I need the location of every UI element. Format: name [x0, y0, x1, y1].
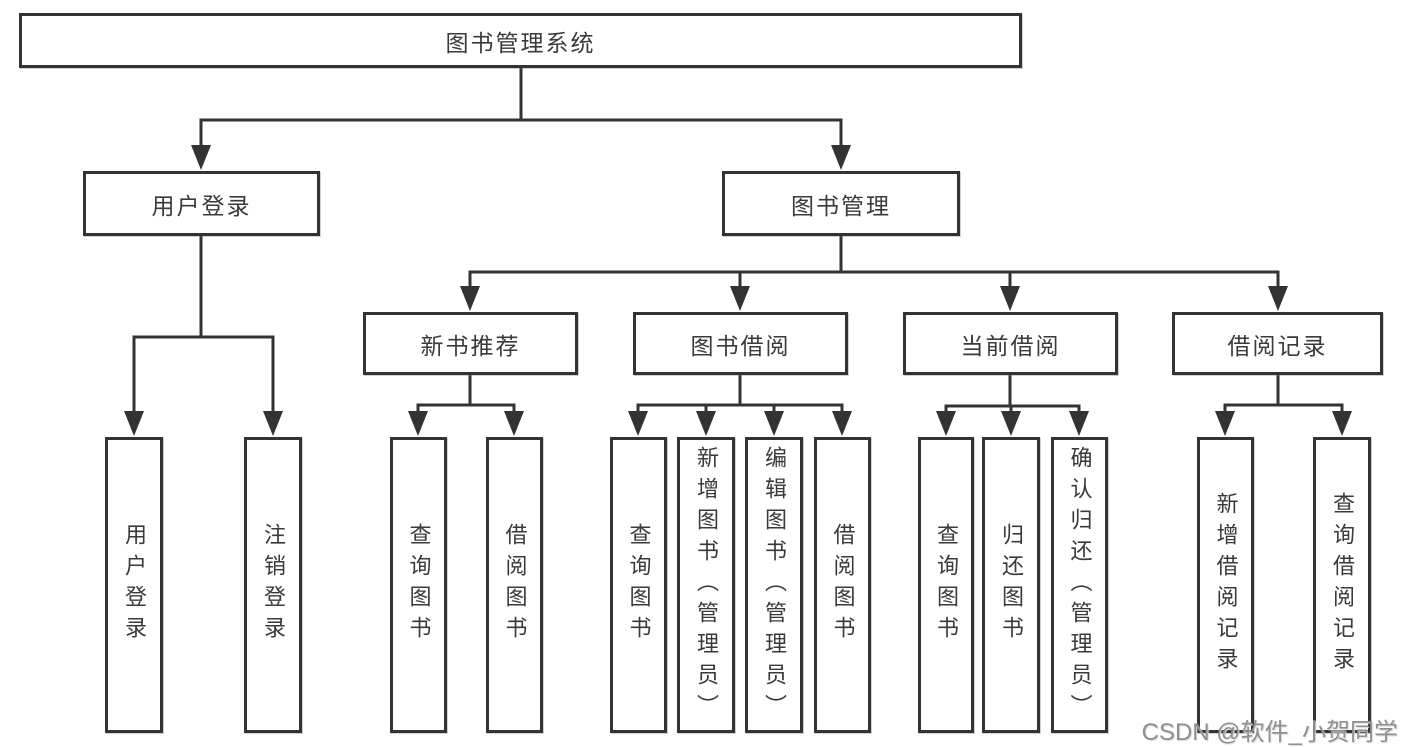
edge-bookborrow-to-leaves: [636, 373, 844, 419]
leaf-query-books-current: 查询图书: [918, 437, 974, 733]
arrow-icon: [263, 411, 283, 436]
edge-borrowrecord-to-leaves: [1223, 373, 1344, 419]
node-user-login: 用户登录: [83, 171, 320, 236]
edge-newbook-to-leaves: [416, 373, 516, 419]
node-label: 查询图书: [626, 523, 652, 647]
leaf-borrow-books: 借阅图书: [814, 437, 871, 733]
arrow-icon: [1069, 411, 1089, 436]
node-current-borrow: 当前借阅: [903, 312, 1118, 375]
arrowheads: [124, 145, 1352, 436]
edge-root-to-level2: [199, 66, 843, 152]
node-label: 图书管理系统: [445, 29, 596, 56]
node-label: 查询图书: [406, 523, 432, 647]
node-label: 借阅记录: [1227, 332, 1328, 359]
leaf-add-borrow-record: 新增借阅记录: [1197, 437, 1254, 733]
node-label: 编辑图书（管理员）: [762, 445, 787, 725]
node-label: 查询借阅记录: [1330, 492, 1355, 678]
leaf-confirm-return-admin: 确认归还（管理员）: [1051, 437, 1108, 733]
node-label: 借阅图书: [830, 523, 856, 647]
leaf-borrow-books-recommend: 借阅图书: [486, 437, 543, 733]
node-label: 新增借阅记录: [1213, 492, 1239, 678]
leaf-query-books-borrow: 查询图书: [610, 437, 667, 733]
leaf-query-borrow-record: 查询借阅记录: [1313, 437, 1371, 733]
node-label: 新书推荐: [420, 332, 521, 359]
arrow-icon: [1332, 411, 1352, 436]
leaf-logout-login: 注销登录: [244, 437, 302, 733]
leaf-add-book-admin: 新增图书（管理员）: [677, 437, 735, 733]
node-library-management-system: 图书管理系统: [19, 13, 1022, 68]
node-label: 新增图书（管理员）: [694, 445, 719, 725]
node-label: 用户登录: [151, 192, 252, 219]
arrow-icon: [1268, 286, 1288, 311]
node-borrow-records: 借阅记录: [1172, 312, 1383, 375]
arrow-icon: [460, 286, 480, 311]
node-book-management: 图书管理: [722, 171, 960, 236]
arrow-icon: [408, 411, 428, 436]
node-label: 图书借阅: [690, 332, 791, 359]
node-book-borrow: 图书借阅: [633, 312, 848, 375]
arrow-icon: [764, 411, 784, 436]
arrow-icon: [730, 286, 750, 311]
leaf-return-book: 归还图书: [982, 437, 1040, 733]
arrow-icon: [1000, 286, 1020, 311]
leaf-user-login: 用户登录: [105, 437, 163, 733]
arrow-icon: [124, 411, 144, 436]
arrow-icon: [1215, 411, 1235, 436]
node-label: 确认归还（管理员）: [1067, 445, 1093, 725]
node-label: 注销登录: [261, 523, 286, 647]
arrow-icon: [936, 411, 956, 436]
node-label: 用户登录: [122, 523, 147, 647]
node-label: 查询图书: [934, 523, 959, 647]
leaf-edit-book-admin: 编辑图书（管理员）: [745, 437, 803, 733]
node-new-book-recommend: 新书推荐: [363, 312, 578, 375]
arrow-icon: [191, 145, 211, 170]
node-label: 图书管理: [791, 192, 891, 219]
arrow-icon: [504, 411, 524, 436]
arrow-icon: [628, 411, 648, 436]
edge-currentborrow-to-leaves: [944, 373, 1081, 419]
node-label: 当前借阅: [960, 332, 1061, 359]
arrow-icon: [831, 145, 851, 170]
node-label: 归还图书: [999, 523, 1024, 647]
node-label: 借阅图书: [502, 523, 528, 647]
arrow-icon: [832, 411, 852, 436]
arrow-icon: [1001, 411, 1021, 436]
csdn-watermark: CSDN @软件_小贺同学: [1141, 719, 1398, 746]
edge-userlogin-to-leaves: [132, 234, 275, 417]
arrow-icon: [696, 411, 716, 436]
edge-bookmgmt-to-level3: [468, 234, 1280, 294]
leaf-query-books-recommend: 查询图书: [390, 437, 447, 733]
